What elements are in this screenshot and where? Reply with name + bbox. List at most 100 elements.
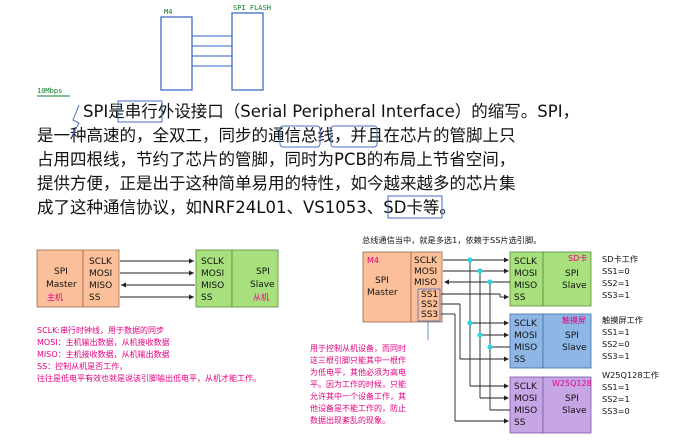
slave2-tag: 触摸屏 — [562, 315, 586, 325]
slave3-tag: W25Q128 — [552, 379, 592, 388]
slave-cn: 从机 — [253, 292, 269, 302]
state3-line1: SS1=1 — [602, 382, 630, 392]
highlight-box — [387, 195, 443, 219]
s3-pin-ss: SS — [514, 418, 526, 428]
s3-sub: Slave — [562, 406, 587, 416]
slave1-tag: SD卡 — [568, 253, 587, 263]
state3-line3: SS3=0 — [602, 406, 630, 416]
s3-title: SPI — [565, 394, 579, 404]
s3-pin-mosi: MOSI — [514, 394, 537, 404]
slave3-pins — [509, 376, 544, 434]
intro-line-2: 是一种高速的，全双工，同步的通信总线，并且在芯片的管脚上只 — [37, 126, 516, 145]
slave-box — [231, 249, 279, 308]
intro-line-4: 提供方便，正是出于这种简单易用的特性，如今越来越多的芯片集 — [37, 174, 516, 193]
ss-group-box — [417, 288, 441, 322]
state1-line2: SS2=1 — [602, 278, 630, 288]
intro-paragraph: SPI是串行外设接口（Serial Peripheral Interface）的… — [37, 100, 579, 219]
master-pins — [82, 249, 120, 308]
slave3-box — [542, 376, 592, 434]
slave-title: SPI — [256, 267, 270, 277]
state1-title: SD卡工作 — [602, 254, 638, 264]
multi-master-box — [362, 251, 412, 323]
state2-line1: SS1=1 — [602, 327, 630, 337]
pin-ss: SS — [89, 293, 101, 303]
bus-arrowheads — [444, 257, 509, 424]
junction-dots — [467, 257, 493, 350]
slave-pin-ss: SS — [201, 293, 213, 303]
s2-pin-mosi: MOSI — [514, 331, 537, 341]
state2-line3: SS3=1 — [602, 351, 630, 361]
left-diagram: SPI Master 主机 SCLK MOSI MISO SS SCLK MOS… — [36, 249, 279, 383]
multi-note-3: 为低电平，其他必须为高电 — [310, 367, 406, 377]
note-line-4: SS：控制从机是否工作， — [37, 361, 127, 371]
arrow-left — [121, 282, 126, 288]
m-pin-ss2: SS2 — [421, 300, 438, 310]
intro-line-3: 占用四根线，节约了芯片的管脚，同时为PCB的布局上节省空间， — [37, 150, 515, 169]
flash-chip-box — [231, 12, 264, 91]
arrow-right — [189, 270, 194, 276]
slave-pin-sclk: SCLK — [201, 257, 225, 267]
slave-pin-mosi: MOSI — [201, 269, 224, 279]
state3-title: W25Q128工作 — [602, 370, 659, 380]
state1-line1: SS1=0 — [602, 266, 630, 276]
top-diagram: M4 SPI FLASH 10Mbps — [37, 4, 271, 97]
bus-wiring — [441, 259, 510, 422]
m-pin-mosi: MOSI — [414, 267, 437, 277]
m-pin-ss3: SS3 — [421, 310, 438, 320]
chip-m4-label: M4 — [164, 8, 172, 16]
note-line-3: MISO：主机接收数据，从机输出数据 — [37, 349, 170, 359]
multi-master-chip: M4 — [367, 256, 379, 265]
s1-title: SPI — [565, 269, 579, 279]
s2-pin-miso: MISO — [514, 343, 537, 353]
pin-mosi: MOSI — [89, 269, 112, 279]
m-pin-miso: MISO — [414, 278, 437, 288]
multi-note-7: 数据出现紊乱的现象。 — [310, 415, 390, 425]
arrow-right — [189, 294, 194, 300]
multi-note-6: 他设备是不能工作的，防止 — [310, 403, 406, 413]
speed-label: 10Mbps — [37, 87, 62, 95]
slave1-pins — [509, 251, 544, 307]
m-pin-ss1: SS1 — [421, 290, 438, 300]
multi-master-title: SPI — [375, 276, 389, 286]
slave1-box — [542, 251, 592, 307]
master-title: SPI — [54, 267, 68, 277]
slave-sub: Slave — [250, 280, 275, 290]
note-line-1: SCLK:串行时钟线，用于数据的同步 — [37, 325, 164, 335]
slave2-box — [542, 313, 592, 369]
state3-line2: SS2=1 — [602, 394, 630, 404]
state2-line2: SS2=0 — [602, 339, 630, 349]
highlight-box — [279, 125, 321, 148]
multi-note-5: 允许其中一个设备工作，其 — [310, 391, 406, 401]
multi-note-1: 用于控制从机设备，而同时 — [310, 343, 406, 353]
s2-sub: Slave — [562, 343, 587, 353]
slave-pin-miso: MISO — [201, 281, 224, 291]
s1-pin-mosi: MOSI — [514, 269, 537, 279]
right-header: 总线通信当中，就是多选1，依赖于SS片选引脚。 — [362, 235, 541, 245]
s2-pin-ss: SS — [514, 355, 526, 365]
state1-line3: SS3=1 — [602, 290, 630, 300]
highlight-box — [330, 125, 378, 148]
s3-pin-sclk: SCLK — [514, 382, 538, 392]
m4-chip-box — [160, 16, 193, 91]
chip-flash-label: SPI FLASH — [233, 4, 271, 12]
s1-sub: Slave — [562, 281, 587, 291]
state2-title: 触摸屏工作 — [602, 315, 643, 325]
multi-note-4: 平。因为工作的时候，只能 — [310, 379, 406, 389]
intro-line-5: 成了这种通信协议，如NRF24L01、VS1053、SD卡等。 — [37, 198, 456, 217]
multi-master-sub: Master — [367, 288, 398, 298]
note-line-5: 往往是低电平有效也就是说该引脚输出低电平，从机才能工作。 — [37, 373, 261, 383]
s1-pin-ss: SS — [514, 293, 526, 303]
slave2-pins — [509, 313, 544, 369]
arrow-right — [189, 258, 194, 264]
multi-master-pins — [410, 251, 443, 323]
right-diagram: 总线通信当中，就是多选1，依赖于SS片选引脚。 M4 SPI Master SC… — [310, 235, 659, 434]
pin-miso: MISO — [89, 281, 112, 291]
note-line-2: MOSI：主机输出数据，从机接收数据 — [37, 337, 170, 347]
s2-title: SPI — [565, 331, 579, 341]
slave-pins — [195, 249, 233, 308]
s3-pin-miso: MISO — [514, 406, 537, 416]
s1-pin-miso: MISO — [514, 281, 537, 291]
master-box — [36, 249, 84, 308]
s2-pin-sclk: SCLK — [514, 319, 538, 329]
